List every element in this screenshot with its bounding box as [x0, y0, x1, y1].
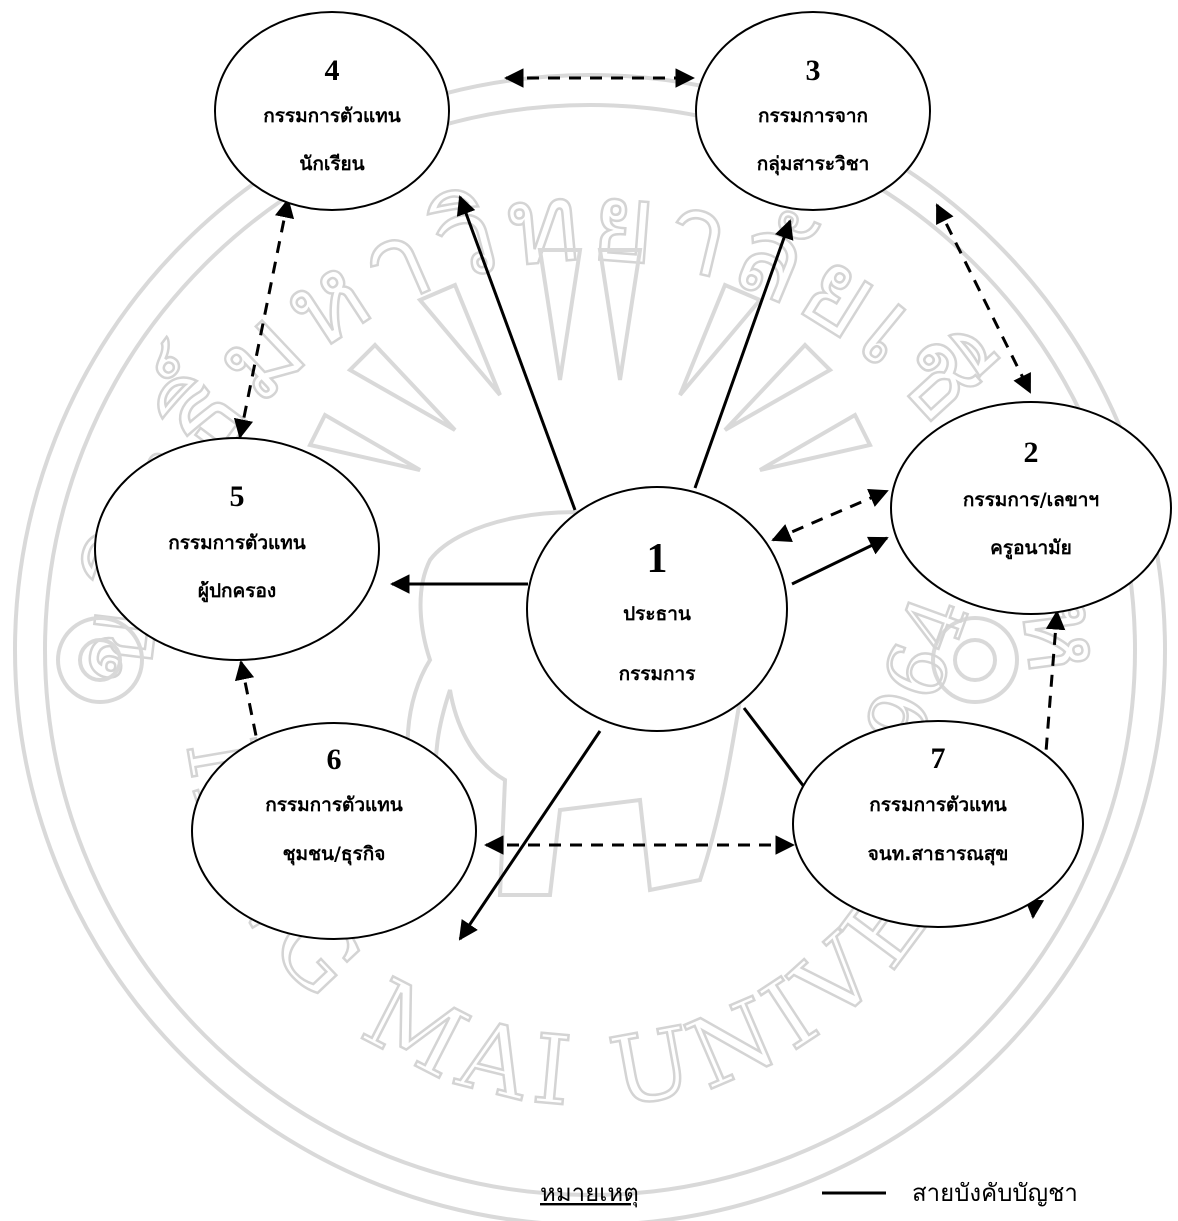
node-4-line2: นักเรียน	[299, 153, 364, 175]
node-2-line1: กรรมการ/เลขาฯ	[963, 489, 1099, 511]
edge-1-2-dashed	[771, 488, 889, 543]
node-6-line2: ชุมชน/ธุรกิจ	[283, 843, 386, 866]
node-1-line2: กรรมการ	[619, 663, 697, 685]
edge-1-to-3	[693, 219, 794, 489]
node-6-line1: กรรมการตัวแทน	[265, 794, 403, 816]
node-1-number: 1	[647, 536, 668, 582]
node-7-number: 7	[931, 742, 946, 775]
node-6: 6 กรรมการตัวแทน ชุมชน/ธุรกิจ	[191, 722, 477, 940]
node-3-line1: กรรมการจาก	[758, 105, 868, 127]
node-5: 5 กรรมการตัวแทน ผู้ปกครอง	[94, 437, 380, 661]
node-5-line2: ผู้ปกครอง	[198, 580, 276, 603]
legend-heading: หมายเหตุ	[540, 1179, 639, 1208]
legend-solid-label: สายบังคับบัญชา	[912, 1179, 1078, 1207]
node-7: 7 กรรมการตัวแทน จนท.สาธารณสุข	[792, 720, 1084, 928]
edge-3-2-dashed	[935, 203, 1032, 394]
node-4-number: 4	[325, 54, 340, 87]
node-2: 2 กรรมการ/เลขาฯ ครูอนามัย	[890, 401, 1172, 615]
node-5-number: 5	[230, 480, 245, 513]
node-1: 1 ประธาน กรรมการ	[526, 486, 788, 732]
node-5-line1: กรรมการตัวแทน	[168, 532, 306, 554]
node-1-line1: ประธาน	[623, 603, 691, 625]
edge-1-to-6	[458, 730, 602, 941]
node-4: 4 กรรมการตัวแทน นักเรียน	[214, 11, 450, 211]
node-2-line2: ครูอนามัย	[990, 537, 1072, 560]
legend: หมายเหตุ สายบังคับบัญชา	[540, 1179, 1078, 1208]
node-6-number: 6	[327, 743, 342, 776]
node-3: 3 กรรมการจาก กลุ่มสาระวิชา	[695, 11, 931, 211]
node-3-number: 3	[806, 54, 821, 87]
node-4-line1: กรรมการตัวแทน	[263, 105, 401, 127]
edge-1-to-2	[791, 536, 889, 586]
node-7-line2: จนท.สาธารณสุข	[868, 843, 1009, 866]
edge-1-to-4	[456, 195, 577, 511]
node-3-line2: กลุ่มสาระวิชา	[757, 153, 870, 176]
node-7-line1: กรรมการตัวแทน	[869, 794, 1007, 816]
node-2-number: 2	[1024, 436, 1039, 469]
